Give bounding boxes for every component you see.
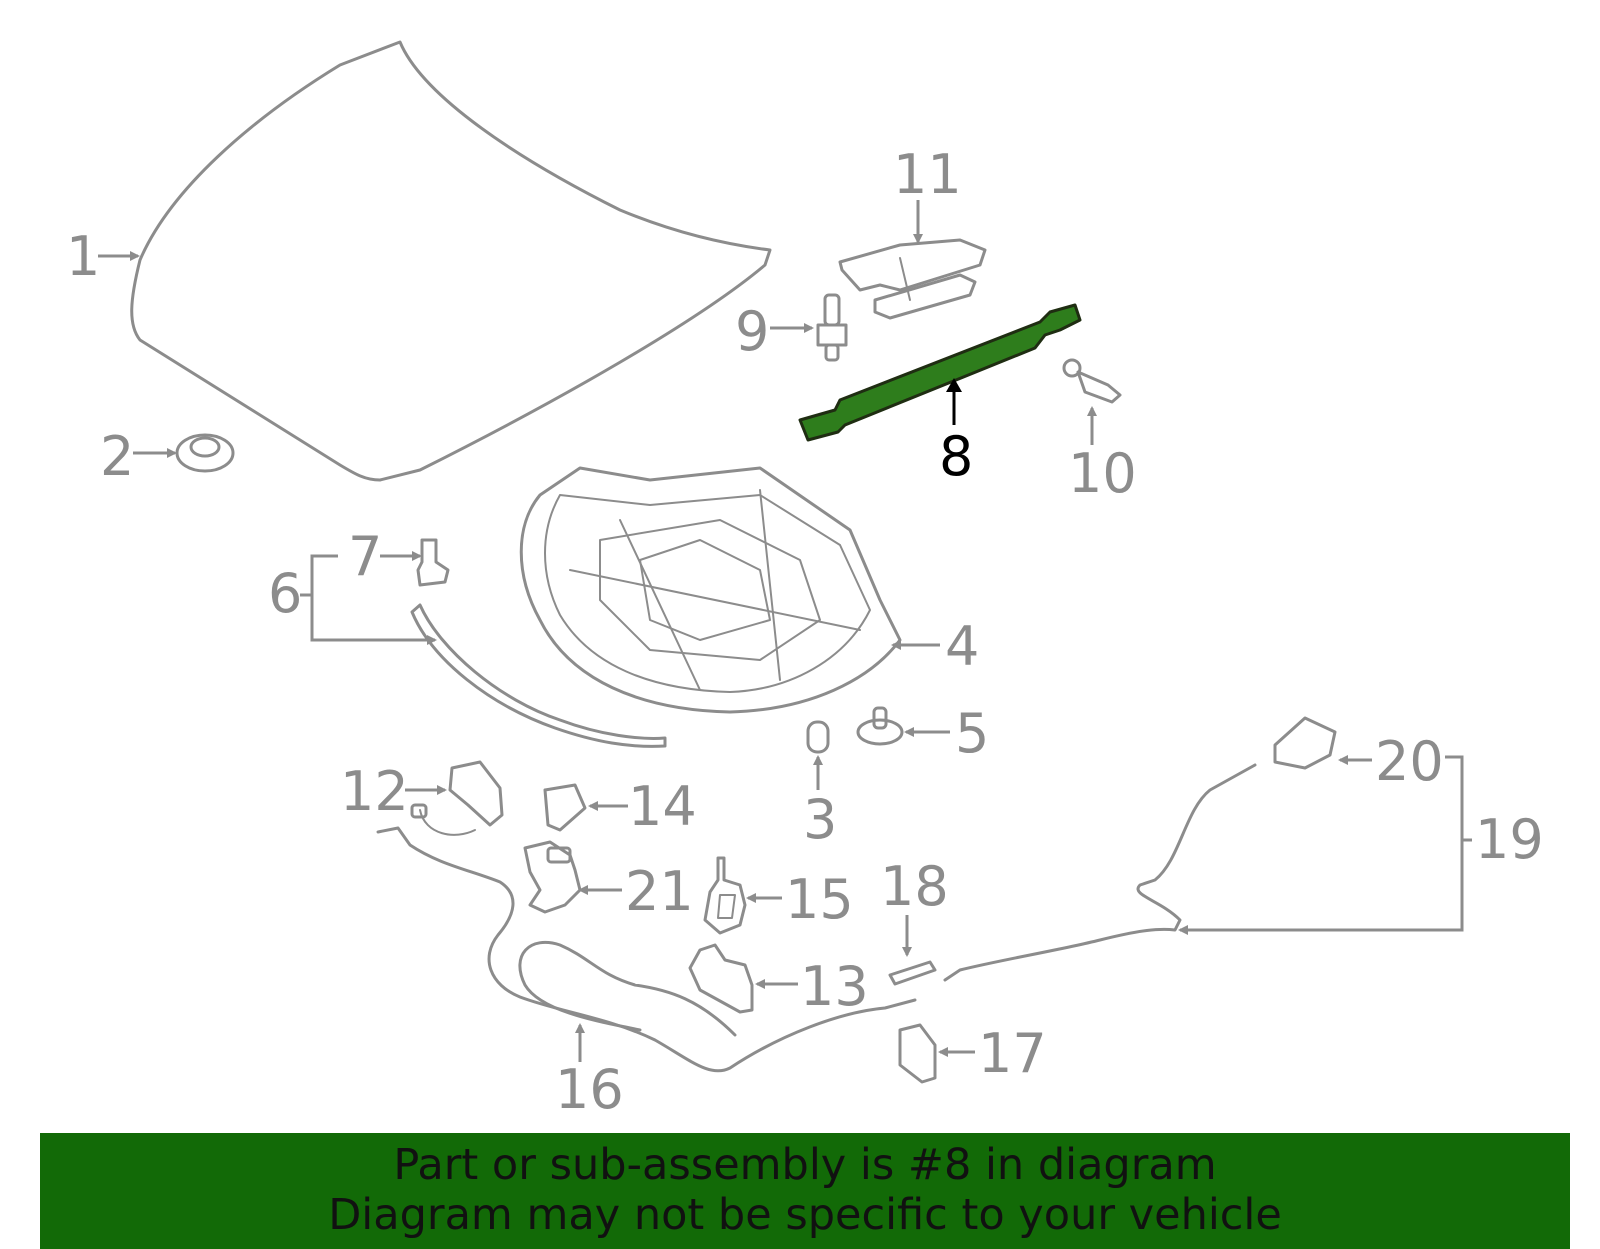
- callout-14-group: 14: [588, 775, 697, 838]
- latch-assembly[interactable]: [523, 840, 582, 914]
- callout-14: 14: [628, 775, 697, 838]
- callout-3: 3: [803, 788, 837, 851]
- callout-5-group: 5: [904, 702, 989, 765]
- release-cable[interactable]: [376, 826, 917, 1073]
- insulator-clip[interactable]: [856, 706, 904, 746]
- callout-8: 8: [939, 425, 973, 488]
- bumper-stop[interactable]: [806, 720, 830, 754]
- callout-17-group: 17: [938, 1022, 1047, 1085]
- callout-3-group: 3: [803, 755, 837, 851]
- callout-17: 17: [978, 1022, 1047, 1085]
- release-handle[interactable]: [703, 856, 747, 935]
- cable-bracket[interactable]: [898, 1023, 937, 1084]
- banner-line-1: Part or sub-assembly is #8 in diagram: [393, 1140, 1217, 1190]
- callout-11-group: 11: [893, 143, 962, 244]
- callout-13-group: 13: [755, 955, 869, 1018]
- callout-4: 4: [945, 615, 979, 678]
- callout-10-group: 10: [1068, 406, 1137, 505]
- secondary-cable[interactable]: [943, 763, 1257, 982]
- hood-hinge[interactable]: [838, 238, 987, 320]
- callout-2: 2: [100, 425, 134, 488]
- hood-grommet[interactable]: [175, 433, 235, 473]
- callout-1-group: 1: [66, 225, 140, 288]
- handle-cover[interactable]: [688, 943, 754, 1014]
- callout-15: 15: [785, 868, 854, 931]
- callout-7-group: 7: [348, 525, 422, 588]
- callout-6: 6: [268, 562, 302, 625]
- callout-2-group: 2: [100, 425, 177, 488]
- callout-9: 9: [735, 300, 769, 363]
- callout-20-group: 20: [1338, 730, 1444, 793]
- callout-12: 12: [340, 760, 409, 823]
- banner-line-2: Diagram may not be specific to your vehi…: [328, 1190, 1282, 1240]
- latch-bracket[interactable]: [543, 783, 587, 832]
- ball-stud[interactable]: [1062, 358, 1122, 404]
- callout-19: 19: [1475, 808, 1544, 871]
- cable-clip[interactable]: [888, 960, 937, 986]
- callout-21-group: 21: [578, 860, 694, 923]
- callout-1: 1: [66, 225, 100, 288]
- callout-9-group: 9: [735, 300, 814, 363]
- callout-19-group: 19: [1178, 755, 1544, 935]
- hood-latch[interactable]: [410, 760, 504, 836]
- hood-panel[interactable]: [130, 40, 772, 482]
- callout-12-group: 12: [340, 760, 447, 823]
- callout-11: 11: [893, 143, 962, 206]
- callout-6-group: 6: [268, 554, 437, 645]
- secondary-latch[interactable]: [1273, 716, 1337, 770]
- callout-13: 13: [800, 955, 869, 1018]
- callout-8-group: 8: [939, 378, 973, 488]
- callout-16-group: 16: [555, 1023, 624, 1121]
- hood-insulator[interactable]: [519, 466, 902, 714]
- callout-20: 20: [1375, 730, 1444, 793]
- hinge-bolt[interactable]: [816, 293, 848, 362]
- callout-4-group: 4: [891, 615, 979, 678]
- callout-10: 10: [1068, 442, 1137, 505]
- callout-15-group: 15: [746, 868, 854, 931]
- info-banner: Part or sub-assembly is #8 in diagram Di…: [40, 1133, 1570, 1249]
- lift-support-strut[interactable]: [798, 303, 1082, 442]
- callout-18-group: 18: [880, 855, 949, 957]
- callout-7: 7: [348, 525, 382, 588]
- hood-seal[interactable]: [410, 603, 667, 748]
- callout-5: 5: [955, 702, 989, 765]
- callout-21: 21: [625, 860, 694, 923]
- callout-16: 16: [555, 1058, 624, 1121]
- seal-clip[interactable]: [416, 538, 450, 587]
- callout-18: 18: [880, 855, 949, 918]
